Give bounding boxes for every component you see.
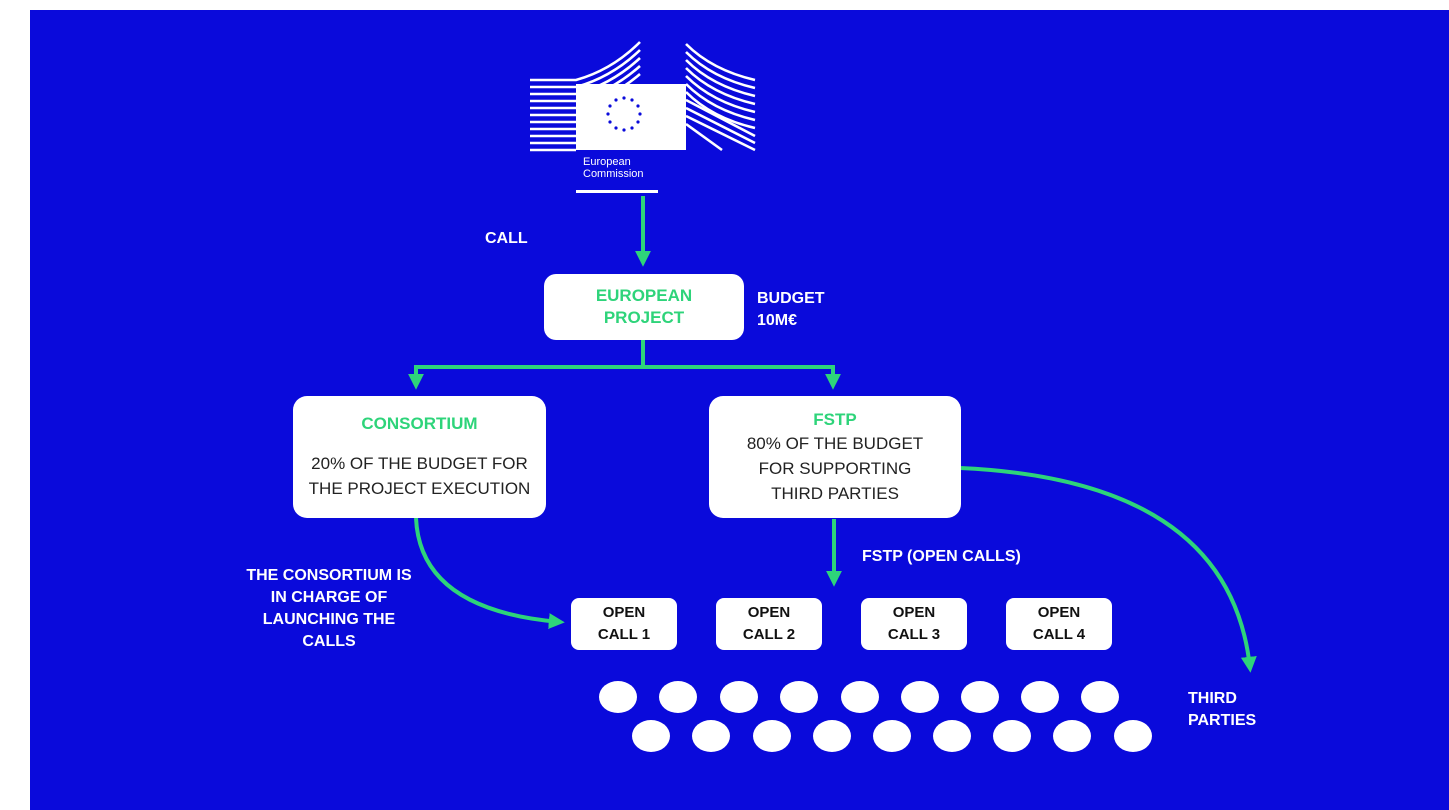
open-call-label: OPEN: [602, 604, 646, 621]
consortium-desc-line: THE PROJECT EXECUTION: [308, 479, 531, 498]
consortium-note-line: THE CONSORTIUM IS: [246, 567, 412, 584]
fstp-desc-line: FOR SUPPORTING: [758, 458, 912, 478]
open-call-number: CALL 1: [597, 626, 651, 643]
call-label: CALL: [485, 230, 528, 247]
fstp-desc-line: THIRD PARTIES: [771, 483, 899, 503]
consortium-note-line: IN CHARGE OF: [270, 589, 388, 606]
open-call-label: OPEN: [892, 604, 936, 621]
consortium-desc-line: 20% OF THE BUDGET FOR: [311, 454, 528, 473]
budget-amount: 10M€: [757, 312, 798, 329]
consortium-note-line: LAUNCHING THE: [262, 611, 396, 628]
open-call-number: CALL 3: [887, 626, 941, 643]
consortium-box: CONSORTIUM 20% OF THE BUDGET FOR THE PRO…: [293, 396, 546, 518]
fstp-box: FSTP 80% OF THE BUDGET FOR SUPPORTING TH…: [709, 396, 961, 518]
third-parties-line: THIRD: [1188, 690, 1237, 707]
open-call-2-box: OPEN CALL 2: [716, 598, 822, 650]
european-project-title: PROJECT: [603, 308, 685, 327]
consortium-note: THE CONSORTIUM IS IN CHARGE OF LAUNCHING…: [212, 565, 446, 653]
open-call-4-box: OPEN CALL 4: [1006, 598, 1112, 650]
open-call-label: OPEN: [1037, 604, 1081, 621]
open-call-1-box: OPEN CALL 1: [571, 598, 677, 650]
budget-line: BUDGET: [757, 290, 825, 307]
open-call-number: CALL 2: [742, 626, 796, 643]
consortium-title: CONSORTIUM: [361, 414, 478, 433]
budget-label: BUDGET 10M€: [757, 288, 825, 332]
fstp-open-calls-label: FSTP (OPEN CALLS): [862, 548, 1021, 565]
european-project-title: EUROPEAN: [595, 286, 693, 305]
consortium-note-line: CALLS: [302, 633, 356, 650]
open-call-number: CALL 4: [1032, 626, 1086, 643]
fstp-desc-line: 80% OF THE BUDGET: [746, 433, 924, 453]
third-parties-line: PARTIES: [1188, 712, 1257, 729]
fstp-title: FSTP: [813, 409, 857, 429]
logo-text-line2: Commission: [583, 168, 644, 180]
open-call-label: OPEN: [747, 604, 791, 621]
open-call-3-box: OPEN CALL 3: [861, 598, 967, 650]
european-project-box: EUROPEAN PROJECT: [544, 274, 744, 340]
third-parties-label: THIRD PARTIES: [1188, 688, 1256, 732]
logo-text-line1: European: [583, 156, 631, 168]
